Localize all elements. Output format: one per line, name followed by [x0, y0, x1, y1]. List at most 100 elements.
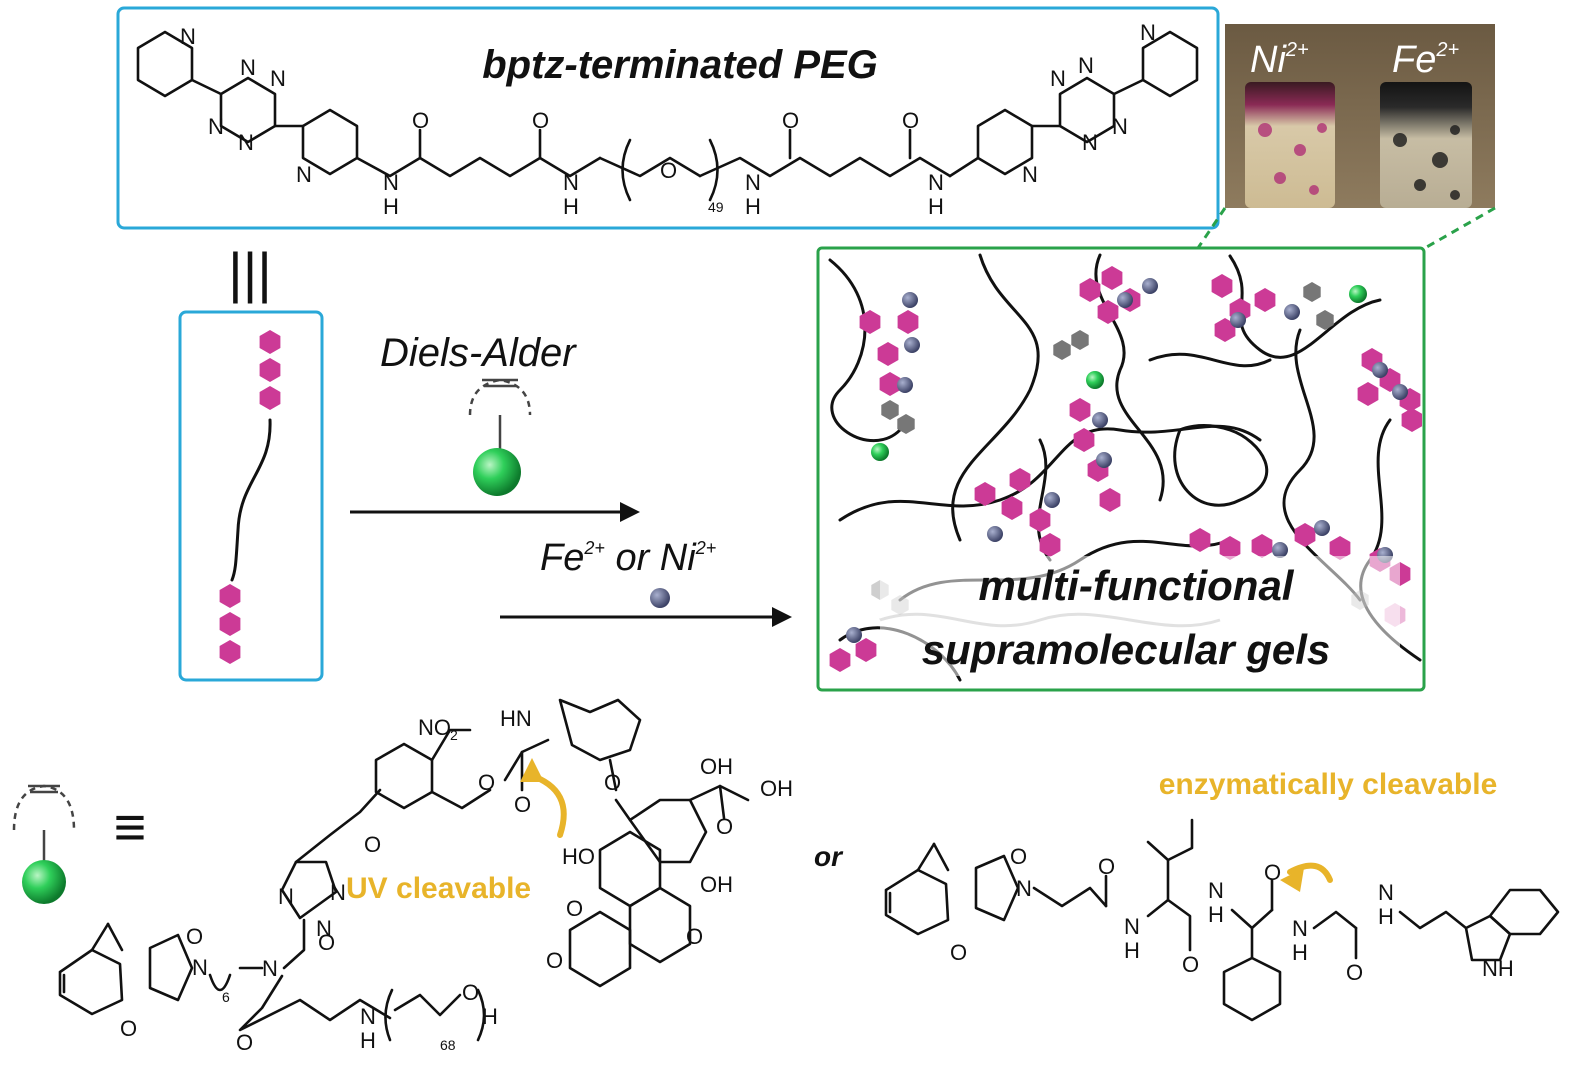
reaction-step-metal: Fe2+ or Ni2+ — [500, 537, 792, 627]
svg-text:N: N — [1050, 66, 1066, 91]
bptz-peg-title: bptz-terminated PEG — [482, 43, 878, 87]
svg-text:N: N — [330, 880, 346, 905]
polymer-schematic — [178, 310, 324, 682]
svg-text:O: O — [120, 1016, 137, 1041]
svg-text:2: 2 — [450, 727, 458, 743]
svg-text:N: N — [1078, 53, 1094, 78]
metal-label: Fe2+ or Ni2+ — [540, 537, 716, 579]
svg-text:H: H — [1378, 904, 1394, 929]
svg-text:H: H — [1292, 940, 1308, 965]
svg-text:N: N — [1378, 880, 1394, 905]
svg-text:O: O — [478, 770, 495, 795]
ni-label: Ni2+ — [1250, 39, 1309, 81]
svg-text:N: N — [1112, 114, 1128, 139]
svg-text:68: 68 — [440, 1037, 456, 1053]
svg-text:N: N — [1140, 20, 1156, 45]
svg-text:N: N — [1082, 130, 1098, 155]
diels-alder-label: Diels-Alder — [380, 331, 577, 375]
svg-text:HN: HN — [500, 706, 532, 731]
svg-text:H: H — [1208, 902, 1224, 927]
svg-text:O: O — [1346, 960, 1363, 985]
svg-text:H: H — [745, 194, 761, 219]
svg-text:N: N — [180, 24, 196, 49]
svg-text:H: H — [360, 1028, 376, 1053]
svg-text:6: 6 — [222, 989, 230, 1005]
svg-text:H: H — [563, 194, 579, 219]
fe-vial — [1380, 82, 1472, 208]
svg-text:49: 49 — [708, 199, 724, 215]
svg-text:O: O — [412, 108, 429, 133]
svg-text:O: O — [566, 896, 583, 921]
svg-text:N: N — [270, 66, 286, 91]
svg-text:N: N — [262, 956, 278, 981]
right-glutaric-linker: O O N H N H — [698, 108, 952, 219]
svg-text:N: N — [563, 170, 579, 195]
or-label: or — [814, 841, 844, 872]
svg-text:O: O — [186, 924, 203, 949]
polymer-frame — [178, 310, 324, 682]
uv-cleavable-structure: O O N 6 N N N N O NO 2 O O HN O O N H O — [58, 698, 793, 1055]
zoom-line-right — [1424, 206, 1496, 250]
dienophile-legend: ≡ — [12, 784, 147, 904]
enzyme-cleavable-label: enzymatically cleavable — [1159, 768, 1498, 801]
gel-network-panel: multi-functional supramolecular gels — [816, 246, 1426, 692]
svg-text:N: N — [316, 916, 332, 941]
svg-text:N: N — [928, 170, 944, 195]
svg-text:OH: OH — [700, 754, 733, 779]
svg-text:N: N — [240, 55, 256, 80]
svg-text:H: H — [1124, 938, 1140, 963]
gel-caption-line1: multi-functional — [979, 562, 1295, 609]
uv-cleavable-label: UV cleavable — [346, 872, 531, 905]
svg-text:O: O — [1010, 844, 1027, 869]
gel-caption-line2: supramolecular gels — [922, 626, 1331, 673]
left-terminal-pyridine: N — [136, 24, 196, 98]
svg-text:NH: NH — [1482, 956, 1514, 981]
svg-text:N: N — [1124, 914, 1140, 939]
bptz-peg-frame — [116, 6, 1220, 230]
svg-text:O: O — [532, 108, 549, 133]
svg-text:N: N — [238, 130, 254, 155]
svg-text:H: H — [928, 194, 944, 219]
peg-repeat-unit: O 49 — [598, 138, 724, 215]
equivalence-mark: ||| — [228, 241, 272, 304]
svg-text:O: O — [1098, 854, 1115, 879]
svg-text:O: O — [236, 1030, 253, 1055]
svg-text:N: N — [296, 162, 312, 187]
svg-text:N: N — [383, 170, 399, 195]
bptz-peg-panel: bptz-terminated PEG N N N N N N O O — [116, 6, 1220, 230]
svg-text:O: O — [902, 108, 919, 133]
enzyme-cleavable-structure: enzymatically cleavable O O N O N H O N … — [884, 768, 1560, 1022]
right-tetrazine: N N N N — [1030, 53, 1128, 155]
ni-gel-spots — [1258, 123, 1327, 195]
svg-text:N: N — [1292, 916, 1308, 941]
ni-vial — [1245, 82, 1335, 208]
svg-text:OH: OH — [700, 872, 733, 897]
svg-text:N: N — [1016, 876, 1032, 901]
svg-text:O: O — [1264, 860, 1281, 885]
left-glutaric-linker: O O N H N H — [355, 108, 602, 219]
hex-cluster — [1053, 266, 1158, 389]
svg-text:OH: OH — [760, 776, 793, 801]
svg-text:N: N — [1208, 878, 1224, 903]
fe-label: Fe2+ — [1392, 39, 1459, 81]
vials-photo: Ni2+ Fe2+ — [1196, 24, 1496, 250]
metal-ion-icon — [650, 588, 670, 608]
svg-text:O: O — [318, 930, 335, 955]
svg-text:O: O — [660, 158, 677, 183]
svg-text:O: O — [364, 832, 381, 857]
svg-text:O: O — [514, 792, 531, 817]
svg-text:N: N — [745, 170, 761, 195]
equiv-symbol: ≡ — [114, 795, 147, 858]
svg-text:H: H — [383, 194, 399, 219]
svg-text:N: N — [1022, 162, 1038, 187]
svg-text:N: N — [208, 114, 224, 139]
svg-text:O: O — [546, 948, 563, 973]
svg-text:N: N — [192, 955, 208, 980]
svg-text:H: H — [482, 1004, 498, 1029]
svg-text:O: O — [462, 980, 479, 1005]
svg-text:O: O — [1182, 952, 1199, 977]
svg-text:O: O — [950, 940, 967, 965]
hex-cluster — [1211, 274, 1367, 342]
svg-text:O: O — [686, 924, 703, 949]
